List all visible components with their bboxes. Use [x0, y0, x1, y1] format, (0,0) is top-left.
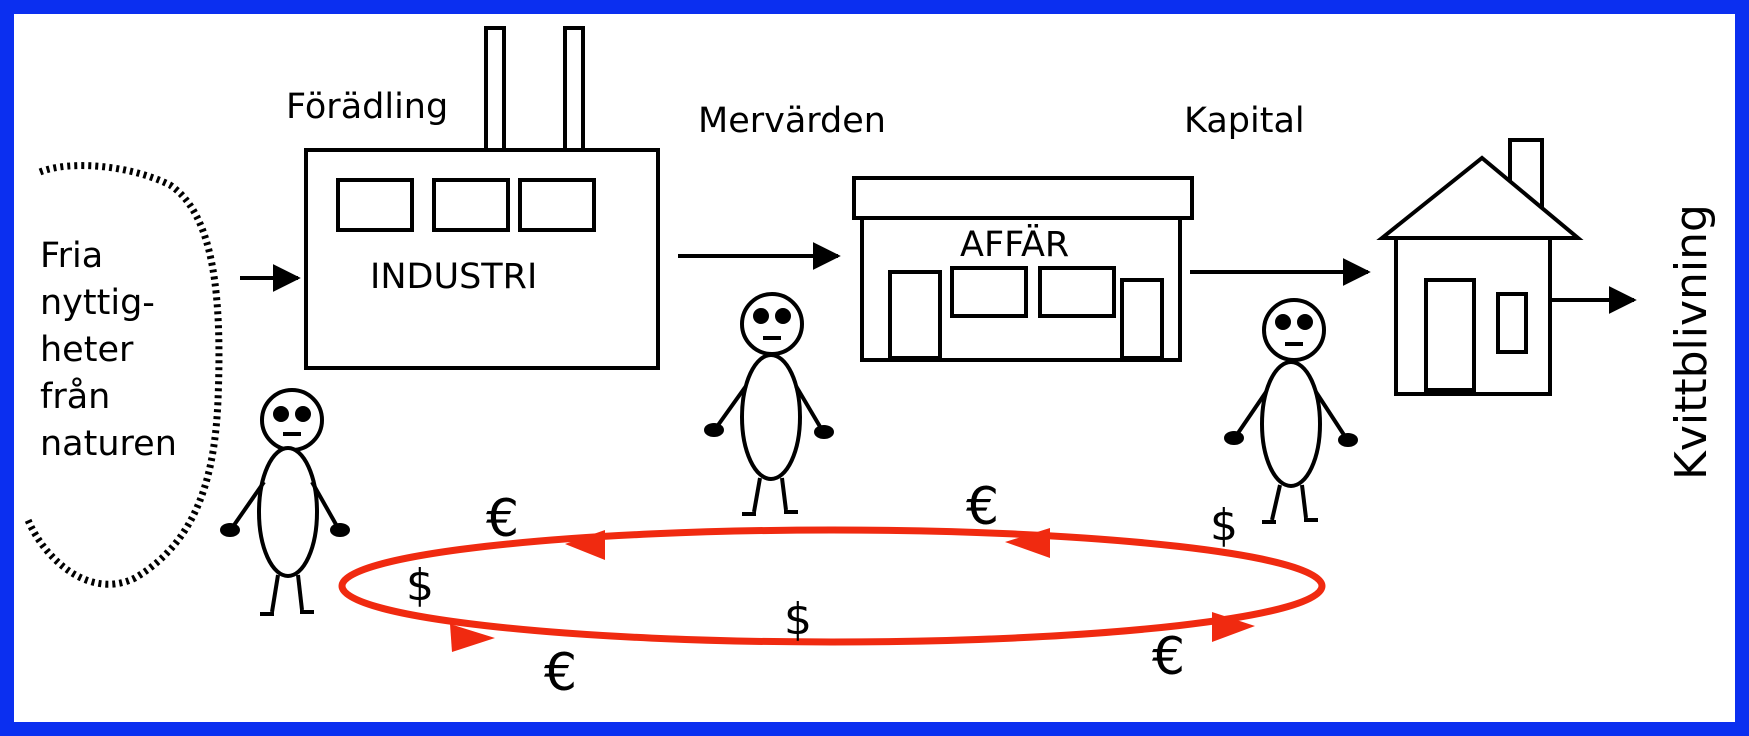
- money-cycle-arrowheads: [450, 528, 1255, 652]
- currency-symbols: € € € € $ $ $: [406, 477, 1238, 703]
- label-kapital: Kapital: [1184, 101, 1305, 141]
- label-foradling: Förädling: [286, 87, 448, 127]
- person-figure: [704, 292, 834, 516]
- house-roof: [1376, 155, 1584, 240]
- house-door: [1424, 278, 1476, 392]
- industry-building: [304, 26, 660, 370]
- shop-body: [860, 216, 1182, 362]
- shop-window: [1038, 266, 1116, 318]
- dollar-symbol: $: [1210, 500, 1238, 551]
- svg-text:Fria: Fria: [40, 236, 103, 276]
- euro-symbol: €: [544, 643, 577, 703]
- industry-window: [336, 178, 414, 232]
- cycle-arrowhead-bottom-right: [1212, 612, 1255, 642]
- svg-text:naturen: naturen: [40, 424, 177, 464]
- shop-window: [950, 266, 1028, 318]
- euro-symbol: €: [486, 489, 519, 549]
- shop-roof: [852, 176, 1194, 220]
- industry-window: [432, 178, 510, 232]
- svg-text:nyttig-: nyttig-: [40, 283, 155, 323]
- label-mervarden: Mervärden: [698, 101, 886, 141]
- euro-symbol: €: [1152, 627, 1185, 687]
- cycle-arrowhead-top-right: [1005, 528, 1050, 558]
- label-kvittblivning: Kvittblivning: [1666, 204, 1717, 480]
- nature-text: Fria nyttig- heter från naturen: [40, 236, 177, 464]
- dollar-symbol: $: [406, 560, 434, 611]
- industry-chimney-right: [563, 26, 585, 152]
- money-cycle: [338, 526, 1326, 646]
- cycle-arrowhead-bottom-left: [450, 624, 495, 652]
- person-figure: [1224, 298, 1358, 524]
- dollar-symbol: $: [784, 594, 812, 645]
- industry-window: [518, 178, 596, 232]
- house-window: [1496, 292, 1528, 354]
- shop-door-right: [1120, 278, 1164, 360]
- person-figure: [220, 388, 350, 616]
- cycle-arrowhead-top-left: [565, 530, 605, 560]
- industry-chimney-left: [484, 26, 506, 152]
- industry-label: INDUSTRI: [370, 257, 537, 297]
- shop-label: AFFÄR: [960, 223, 1069, 265]
- euro-symbol: €: [966, 477, 999, 537]
- industry-body: [304, 148, 660, 370]
- house: [1376, 138, 1584, 396]
- shop-door-left: [888, 270, 942, 360]
- svg-text:från: från: [40, 376, 110, 417]
- svg-text:heter: heter: [40, 330, 134, 370]
- nature-cloud: [24, 162, 223, 588]
- shop-building: [852, 176, 1194, 362]
